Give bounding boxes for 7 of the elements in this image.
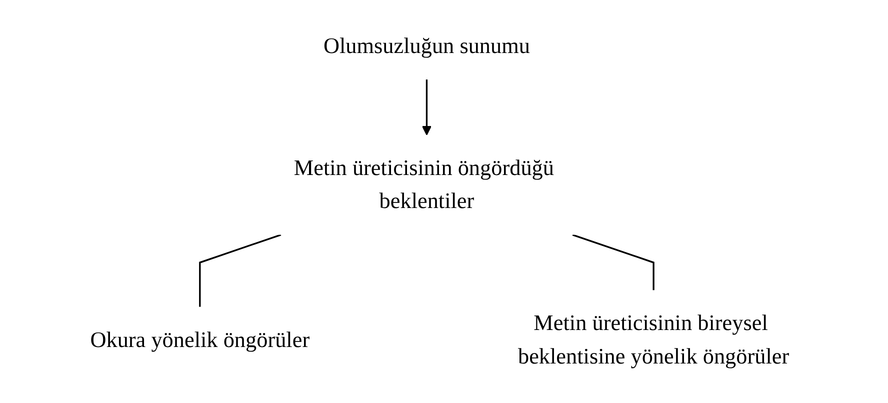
node-text: Metin üreticisinin bireysel beklentisine yönelik öngörüler bbox=[518, 311, 790, 370]
node-text: Metin üreticisinin öngördüğü beklentiler bbox=[294, 156, 554, 214]
node-text: Olumsuzluğun sunumu bbox=[323, 34, 530, 58]
connector bbox=[572, 234, 654, 290]
node-text: Okura yönelik öngörüler bbox=[90, 328, 310, 352]
connector bbox=[199, 234, 282, 307]
arrow bbox=[422, 79, 432, 136]
